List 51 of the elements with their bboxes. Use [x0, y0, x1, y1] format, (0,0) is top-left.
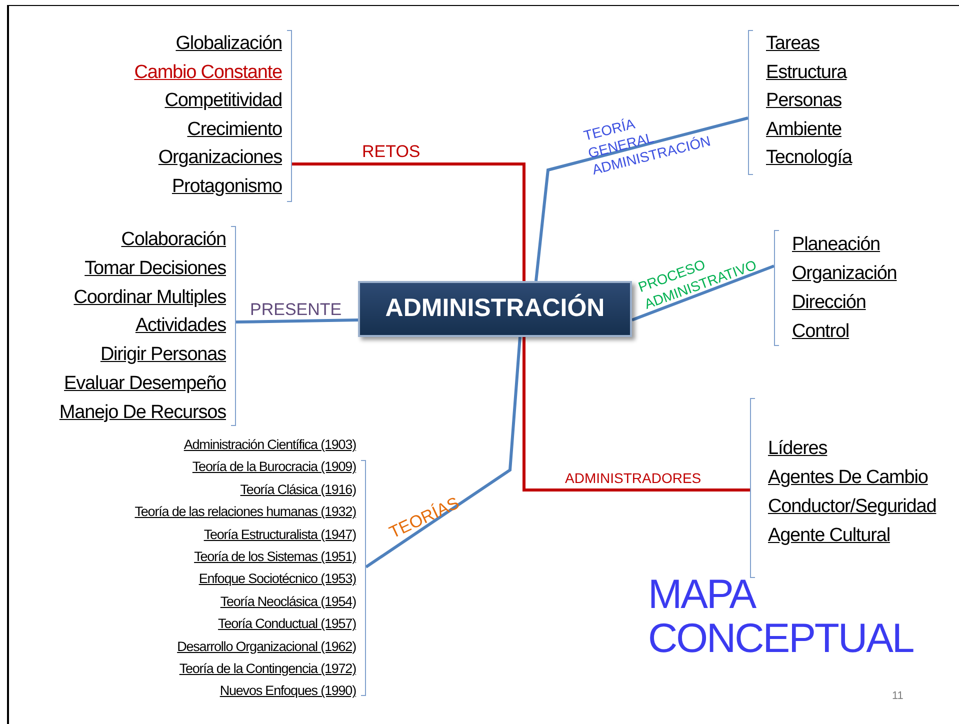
list-item: Colaboración: [121, 228, 226, 252]
branch-line: [365, 336, 522, 568]
list-item: Enfoque Sociotécnico (1953): [198, 570, 356, 588]
list-item: Teoría Estructuralista (1947): [204, 526, 356, 544]
page-number: 11: [892, 689, 904, 704]
central-box: [358, 281, 632, 337]
list-item: Coordinar Multiples: [74, 286, 226, 310]
list-item: Teoría Clásica (1916): [240, 480, 356, 499]
list-item: Agente Cultural: [768, 524, 890, 548]
list-item: Administración Científica (1903): [184, 436, 356, 454]
list-item: Desarrollo Organizacional (1962): [177, 638, 356, 656]
branch-line: [534, 116, 748, 282]
list-item: Estructura: [766, 60, 847, 84]
list-item: Teoría de la Burocracia (1909): [192, 458, 356, 476]
list-item: Agentes De Cambio: [768, 466, 928, 490]
list-item: Teoría Conductual (1957): [218, 615, 356, 634]
list-item: Actividades: [135, 314, 226, 338]
list-item: Control: [792, 320, 850, 344]
map-title: MAPA CONCEPTUAL: [648, 572, 914, 660]
list-item: Evaluar Desempeño: [64, 372, 226, 396]
list-item: Cambio Constante: [134, 60, 282, 84]
list-item: Organizaciones: [158, 146, 282, 170]
list-item: Teoría de las relaciones humanas (1932): [134, 503, 356, 522]
list-item: Protagonismo: [172, 174, 282, 198]
list-item: Conductor/Seguridad: [768, 495, 936, 519]
branch-label: ADMINISTRADORES: [565, 470, 702, 488]
branch-label: RETOS: [362, 141, 420, 162]
list-item: Líderes: [768, 437, 828, 461]
list-item: Tareas: [766, 32, 820, 56]
list-item: Teoría Neoclásica (1954): [220, 592, 356, 611]
list-item: Personas: [766, 89, 842, 113]
list-item: Planeación: [792, 233, 880, 257]
list-item: Tomar Decisiones: [84, 256, 226, 281]
branch-line: [236, 318, 358, 324]
central-title: ADMINISTRACIÓN: [385, 292, 605, 324]
branch-label: PRESENTE: [250, 299, 342, 320]
list-item: Nuevos Enfoques (1990): [220, 682, 356, 700]
list-item: Crecimiento: [187, 118, 282, 142]
list-item: Tecnología: [766, 146, 852, 170]
list-item: Globalización: [176, 32, 282, 56]
list-item: Manejo De Recursos: [59, 400, 226, 425]
list-item: Ambiente: [766, 118, 842, 142]
list-item: Organización: [792, 262, 897, 286]
list-item: Teoría de la Contingencia (1972): [179, 660, 356, 678]
list-item: Competitividad: [164, 89, 282, 113]
list-item: Teoría de los Sistemas (1951): [194, 548, 356, 566]
branch-line: [631, 264, 775, 322]
branch-line: [292, 162, 526, 281]
list-item: Dirección: [792, 291, 866, 315]
branch-line: [522, 337, 750, 492]
list-item: Dirigir Personas: [100, 343, 226, 368]
